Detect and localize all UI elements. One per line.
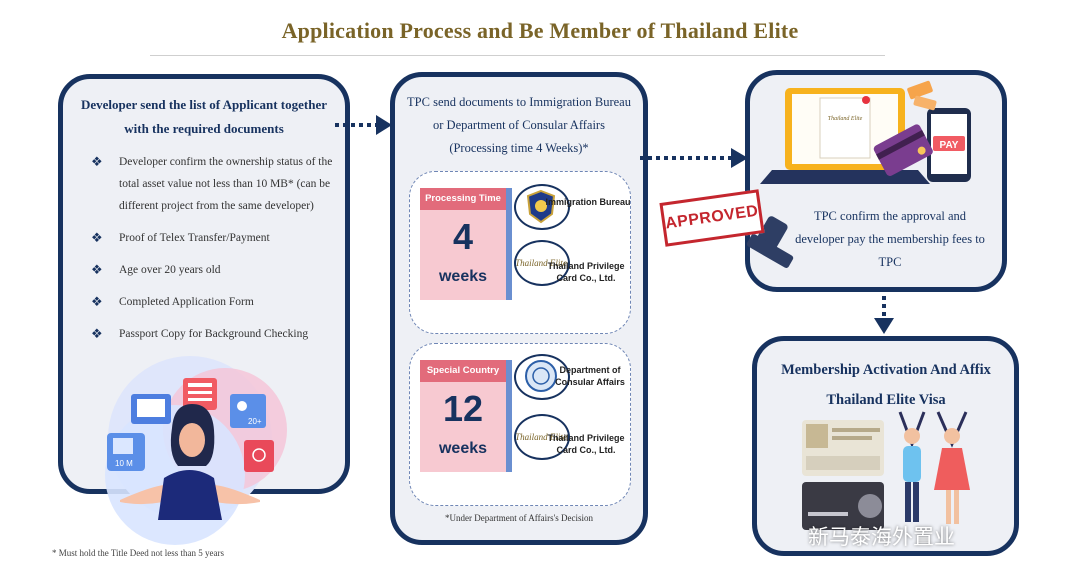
diamond-bullet-icon: ❖ <box>91 154 103 169</box>
diamond-bullet-icon: ❖ <box>91 294 103 309</box>
list-item: ❖ Age over 20 years old <box>87 259 337 281</box>
visa-celebration-illustration <box>802 411 970 530</box>
membership-card-image <box>802 482 884 530</box>
list-item: ❖ Completed Application Form <box>87 291 337 313</box>
list-item: ❖ Proof of Telex Transfer/Payment <box>87 227 337 249</box>
step2-heading: TPC send documents to Immigration Bureau… <box>407 95 631 155</box>
coins-icon <box>907 80 937 111</box>
credit-card-icon <box>873 124 933 176</box>
police-badge-icon <box>514 184 570 230</box>
calendar-band: Processing Time <box>420 188 506 210</box>
laptop-base <box>760 170 930 184</box>
woman-documents-illustration: 20+ 10 M <box>105 356 287 545</box>
step1-heading: Developer send the list of Applicant tog… <box>80 97 328 136</box>
agency-consular-label: Department of Consular Affairs <box>555 365 625 387</box>
laptop-payment-illustration: Thailand Elite PAY <box>746 80 971 268</box>
diamond-bullet-icon: ❖ <box>91 262 103 277</box>
route-card-consular: Special Country 12 weeks Department of C… <box>409 343 631 506</box>
step3-text: TPC confirm the approval and developer p… <box>795 209 985 269</box>
step2-panel: TPC send documents to Immigration Bureau… <box>390 72 648 545</box>
thailand-elite-logo: Thailand Elite <box>514 240 570 286</box>
calendar-band: Special Country <box>420 360 506 382</box>
rubber-stamp-icon <box>746 216 794 268</box>
requirement-text: Passport Copy for Background Checking <box>119 328 309 340</box>
step4-heading: Membership Activation And Affix Thailand… <box>781 362 991 408</box>
processing-weeks-number: 4 <box>452 216 474 257</box>
agency-tpc-label: Thailand Privilege Card Co., Ltd. <box>547 433 625 455</box>
thailand-elite-logo: Thailand Elite <box>514 414 570 460</box>
processing-weeks-unit: weeks <box>438 268 488 285</box>
consular-seal-icon <box>514 354 570 400</box>
requirement-text: Proof of Telex Transfer/Payment <box>119 232 270 244</box>
logo-text: Thailand Elite <box>516 258 567 268</box>
calendar-icon: Special Country 12 weeks <box>420 360 512 472</box>
list-item: ❖ Developer confirm the ownership status … <box>87 151 337 217</box>
requirement-text: Developer confirm the ownership status o… <box>119 156 333 212</box>
agency-immigration-label: Immigration Bureau <box>545 197 631 207</box>
processing-weeks-number: 12 <box>442 388 484 429</box>
footnote: * Must hold the Title Deed not less than… <box>52 548 224 558</box>
arrow-step2-to-step3 <box>640 148 748 168</box>
requirements-list: ❖ Developer confirm the ownership status … <box>87 151 337 355</box>
diamond-bullet-icon: ❖ <box>91 326 103 341</box>
processing-weeks-unit: weeks <box>438 440 488 457</box>
arrow-step3-to-step4 <box>874 296 894 334</box>
agency-tpc-label: Thailand Privilege Card Co., Ltd. <box>547 261 625 283</box>
requirement-text: Age over 20 years old <box>119 264 221 276</box>
calendar-edge <box>506 188 512 300</box>
woman-figure <box>934 448 970 490</box>
money-label: 10 M <box>115 459 133 468</box>
age-label: 20+ <box>248 417 262 426</box>
route-card-immigration: Processing Time 4 weeks Immigration Bure… <box>409 171 631 334</box>
logo-text: Thailand Elite <box>516 432 567 442</box>
arrow-step1-to-step2 <box>335 115 392 135</box>
decision-note: *Under Department of Affairs's Decision <box>445 513 593 523</box>
step4-panel: Membership Activation And Affix Thailand… <box>752 336 1019 556</box>
title-divider <box>150 55 885 56</box>
page-title: Application Process and Be Member of Tha… <box>281 18 799 43</box>
list-item: ❖ Passport Copy for Background Checking <box>87 323 337 345</box>
requirement-text: Completed Application Form <box>119 296 254 308</box>
calendar-edge <box>506 360 512 472</box>
pay-button-label: PAY <box>940 140 959 151</box>
calendar-icon: Processing Time 4 weeks <box>420 188 512 300</box>
diamond-bullet-icon: ❖ <box>91 230 103 245</box>
wechat-watermark: 新马泰海外置业 <box>808 525 955 549</box>
screen-logo-text: Thailand Elite <box>828 116 863 122</box>
man-figure <box>903 446 921 482</box>
passport-icon <box>244 440 274 472</box>
